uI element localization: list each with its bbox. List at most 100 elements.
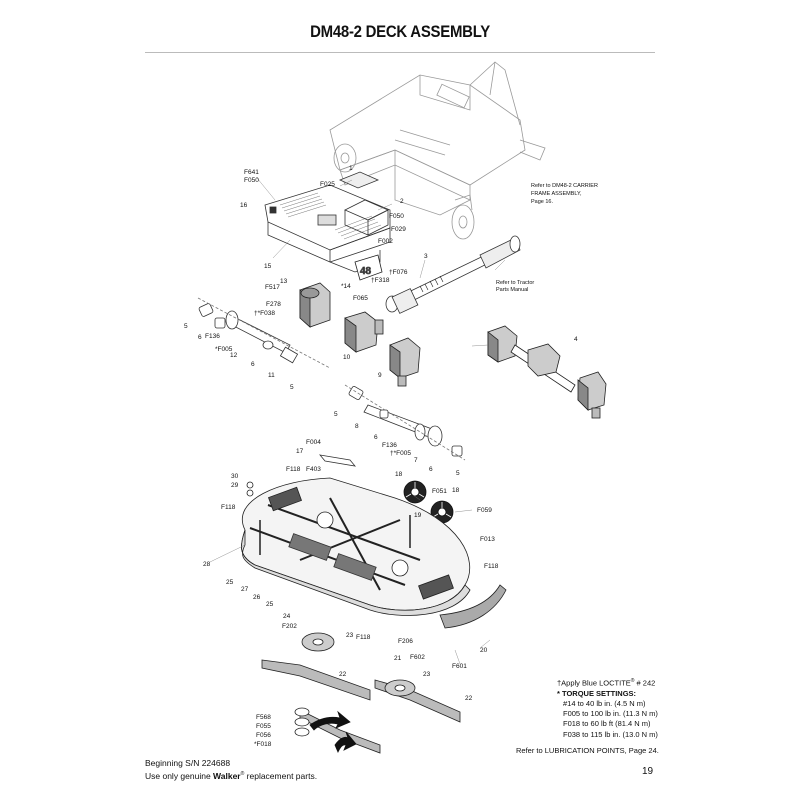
label-f641: F641	[244, 169, 259, 176]
label-6a: 6	[198, 334, 202, 341]
label-28: 28	[203, 561, 211, 568]
label-9: 9	[378, 372, 382, 379]
reference-notes: Refer to DM48-2 CARRIER FRAME ASSEMBLY, …	[496, 183, 598, 293]
leader-lines	[209, 177, 506, 665]
label-f118b: F118	[221, 504, 236, 511]
label-22a: 22	[339, 671, 347, 678]
label-f029: F029	[391, 226, 406, 233]
label-4: 4	[574, 336, 578, 343]
label-6b: 6	[251, 361, 255, 368]
label-1: 1	[349, 165, 353, 172]
label-f118d: F118	[356, 634, 371, 641]
label-27: 27	[241, 586, 249, 593]
label-16: 16	[240, 202, 248, 209]
label-f005a: *F005	[215, 346, 233, 353]
label-26: 26	[253, 594, 261, 601]
gear-housing-cover	[264, 171, 391, 273]
torque-setting-item: F005 to 100 lb in. (11.3 N m)	[563, 709, 658, 719]
refer-carrier-line3: Page 16.	[531, 199, 553, 205]
label-f050a: F050	[244, 177, 259, 184]
brand-name: Walker	[213, 770, 241, 781]
label-f278: F278	[266, 301, 281, 308]
label-19: 19	[414, 512, 422, 519]
label-f025: F025	[320, 181, 335, 188]
decal-48: 48	[360, 266, 372, 277]
torque-setting-item: #14 to 40 lb in. (4.5 N m)	[563, 698, 646, 708]
page-title: DM48-2 DECK ASSEMBLY	[310, 22, 490, 41]
label-5d: 5	[456, 470, 460, 477]
label-22b: 22	[465, 695, 473, 702]
label-f056: F056	[256, 732, 271, 739]
gearbox-13	[299, 282, 331, 328]
label-14: *14	[341, 283, 351, 290]
genuine-parts-note: Use only genuine Walker® replacement par…	[145, 770, 318, 781]
footer-info: Beginning S/N 224688 Use only genuine Wa…	[145, 758, 317, 782]
label-18b: 18	[452, 487, 460, 494]
right-spindle-assembly	[344, 384, 466, 461]
label-29: 29	[231, 482, 239, 489]
assembly-notes: †Apply Blue LOCTITE® # 242 * TORQUE SETT…	[557, 676, 658, 740]
label-10: 10	[343, 354, 351, 361]
label-23b: 23	[423, 671, 431, 678]
label-f002: F002	[378, 238, 393, 245]
refer-carrier-line2: FRAME ASSEMBLY,	[531, 191, 582, 197]
label-f065: F065	[353, 295, 368, 302]
gearbox-9	[389, 337, 421, 387]
label-5c: 5	[334, 411, 338, 418]
label-f136a: F136	[205, 333, 220, 340]
model-decal	[354, 254, 383, 281]
label-2: 2	[400, 198, 404, 205]
loctite-note: †Apply Blue LOCTITE® # 242	[557, 678, 656, 688]
serial-number: Beginning S/N 224688	[145, 758, 231, 768]
label-f050b: F050	[389, 213, 404, 220]
label-f136b: F136	[382, 442, 397, 449]
label-f517: F517	[265, 284, 280, 291]
label-30: 30	[231, 473, 239, 480]
label-f318: †F318	[371, 277, 390, 284]
part-labels: F641 F050 16 1 F025 2 F050 F029 F002 15 …	[184, 165, 578, 748]
discharge-deflector-20	[439, 584, 507, 629]
label-21: 21	[394, 655, 402, 662]
left-spindle-assembly	[197, 297, 331, 369]
label-5a: 5	[184, 323, 188, 330]
label-f568: F568	[256, 714, 271, 721]
title-rule	[145, 52, 655, 53]
label-f038: †*F038	[254, 310, 275, 317]
label-6c: 6	[374, 434, 378, 441]
torque-setting-item: F018 to 60 lb ft (81.4 N m)	[563, 719, 651, 729]
label-24: 24	[283, 613, 291, 620]
label-f005b: †*F005	[390, 450, 411, 457]
label-3: 3	[424, 253, 428, 260]
label-11: 11	[268, 372, 275, 379]
label-20: 20	[480, 647, 488, 654]
refer-tractor-line1: Refer to Tractor	[496, 280, 534, 286]
bracket-17	[319, 454, 356, 467]
carrier-frame	[329, 61, 546, 240]
label-f018: *F018	[254, 741, 272, 748]
label-f206: F206	[398, 638, 413, 645]
label-f601: F601	[452, 663, 467, 670]
label-15: 15	[264, 263, 272, 270]
label-f051: F051	[432, 488, 447, 495]
gearbox-4-assembly	[487, 325, 607, 419]
torque-setting-item: F038 to 115 lb in. (13.0 N m)	[563, 729, 658, 739]
label-25a: 25	[226, 579, 234, 586]
label-f602: F602	[410, 654, 425, 661]
label-f055: F055	[256, 723, 271, 730]
label-8: 8	[355, 423, 359, 430]
label-f004: F004	[306, 439, 321, 446]
label-5b: 5	[290, 384, 294, 391]
label-f059: F059	[477, 507, 492, 514]
label-6d: 6	[429, 466, 433, 473]
mower-deck	[241, 477, 471, 616]
label-f202: F202	[282, 623, 297, 630]
torque-settings-heading: * TORQUE SETTINGS:	[557, 688, 637, 698]
label-f013: F013	[480, 536, 495, 543]
label-f403: F403	[306, 466, 321, 473]
label-13: 13	[280, 278, 288, 285]
label-23a: 23	[346, 632, 354, 639]
label-f076: †F076	[389, 269, 408, 276]
rotation-arrows	[309, 710, 357, 753]
drive-shaft	[385, 235, 521, 314]
